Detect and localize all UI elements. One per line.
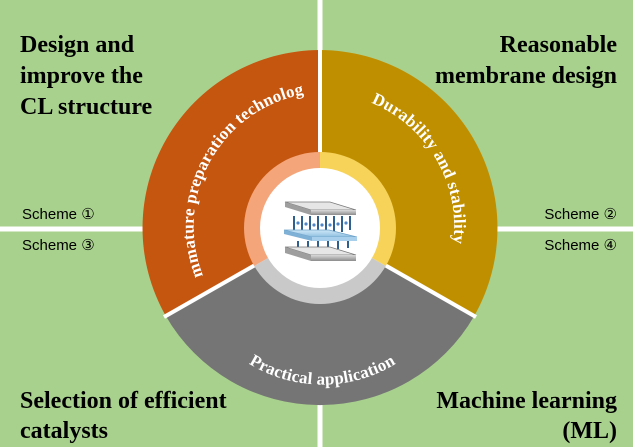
quadrant-title-top-left-line-3: CL structure — [20, 94, 153, 120]
fuel-cell-mea-icon — [283, 201, 358, 261]
quadrant-title-bottom-right-line-2: (ML) — [562, 418, 617, 444]
quadrant-title-bottom-right: Machine learning (ML) — [436, 388, 617, 444]
scheme-2-label: Scheme ② — [544, 206, 617, 223]
quadrant-title-bottom-left-line-2: catalysts — [20, 418, 108, 444]
donut-ring — [142, 48, 498, 406]
scheme-4-label: Scheme ④ — [544, 237, 617, 254]
quadrant-title-bottom-left-line-1: Selection of efficient — [20, 388, 227, 414]
quadrant-title-bottom-left: Selection of efficient catalysts — [20, 388, 227, 444]
quadrant-title-top-left-line-2: improve the — [20, 63, 143, 89]
scheme-labels: Scheme ① Scheme ③ Scheme ② Scheme ④ — [22, 206, 617, 254]
quadrant-title-top-left-line-1: Design and — [20, 32, 135, 58]
quadrant-title-top-right-line-1: Reasonable — [500, 32, 618, 58]
quadrant-title-top-right: Reasonable membrane design — [435, 32, 617, 89]
quadrant-title-top-left: Design and improve the CL structure — [20, 32, 153, 120]
scheme-3-label: Scheme ③ — [22, 237, 95, 254]
scheme-1-label: Scheme ① — [22, 206, 95, 223]
quadrant-title-top-right-line-2: membrane design — [435, 63, 617, 89]
center-disk — [260, 168, 380, 288]
quadrant-title-bottom-right-line-1: Machine learning — [436, 388, 617, 414]
